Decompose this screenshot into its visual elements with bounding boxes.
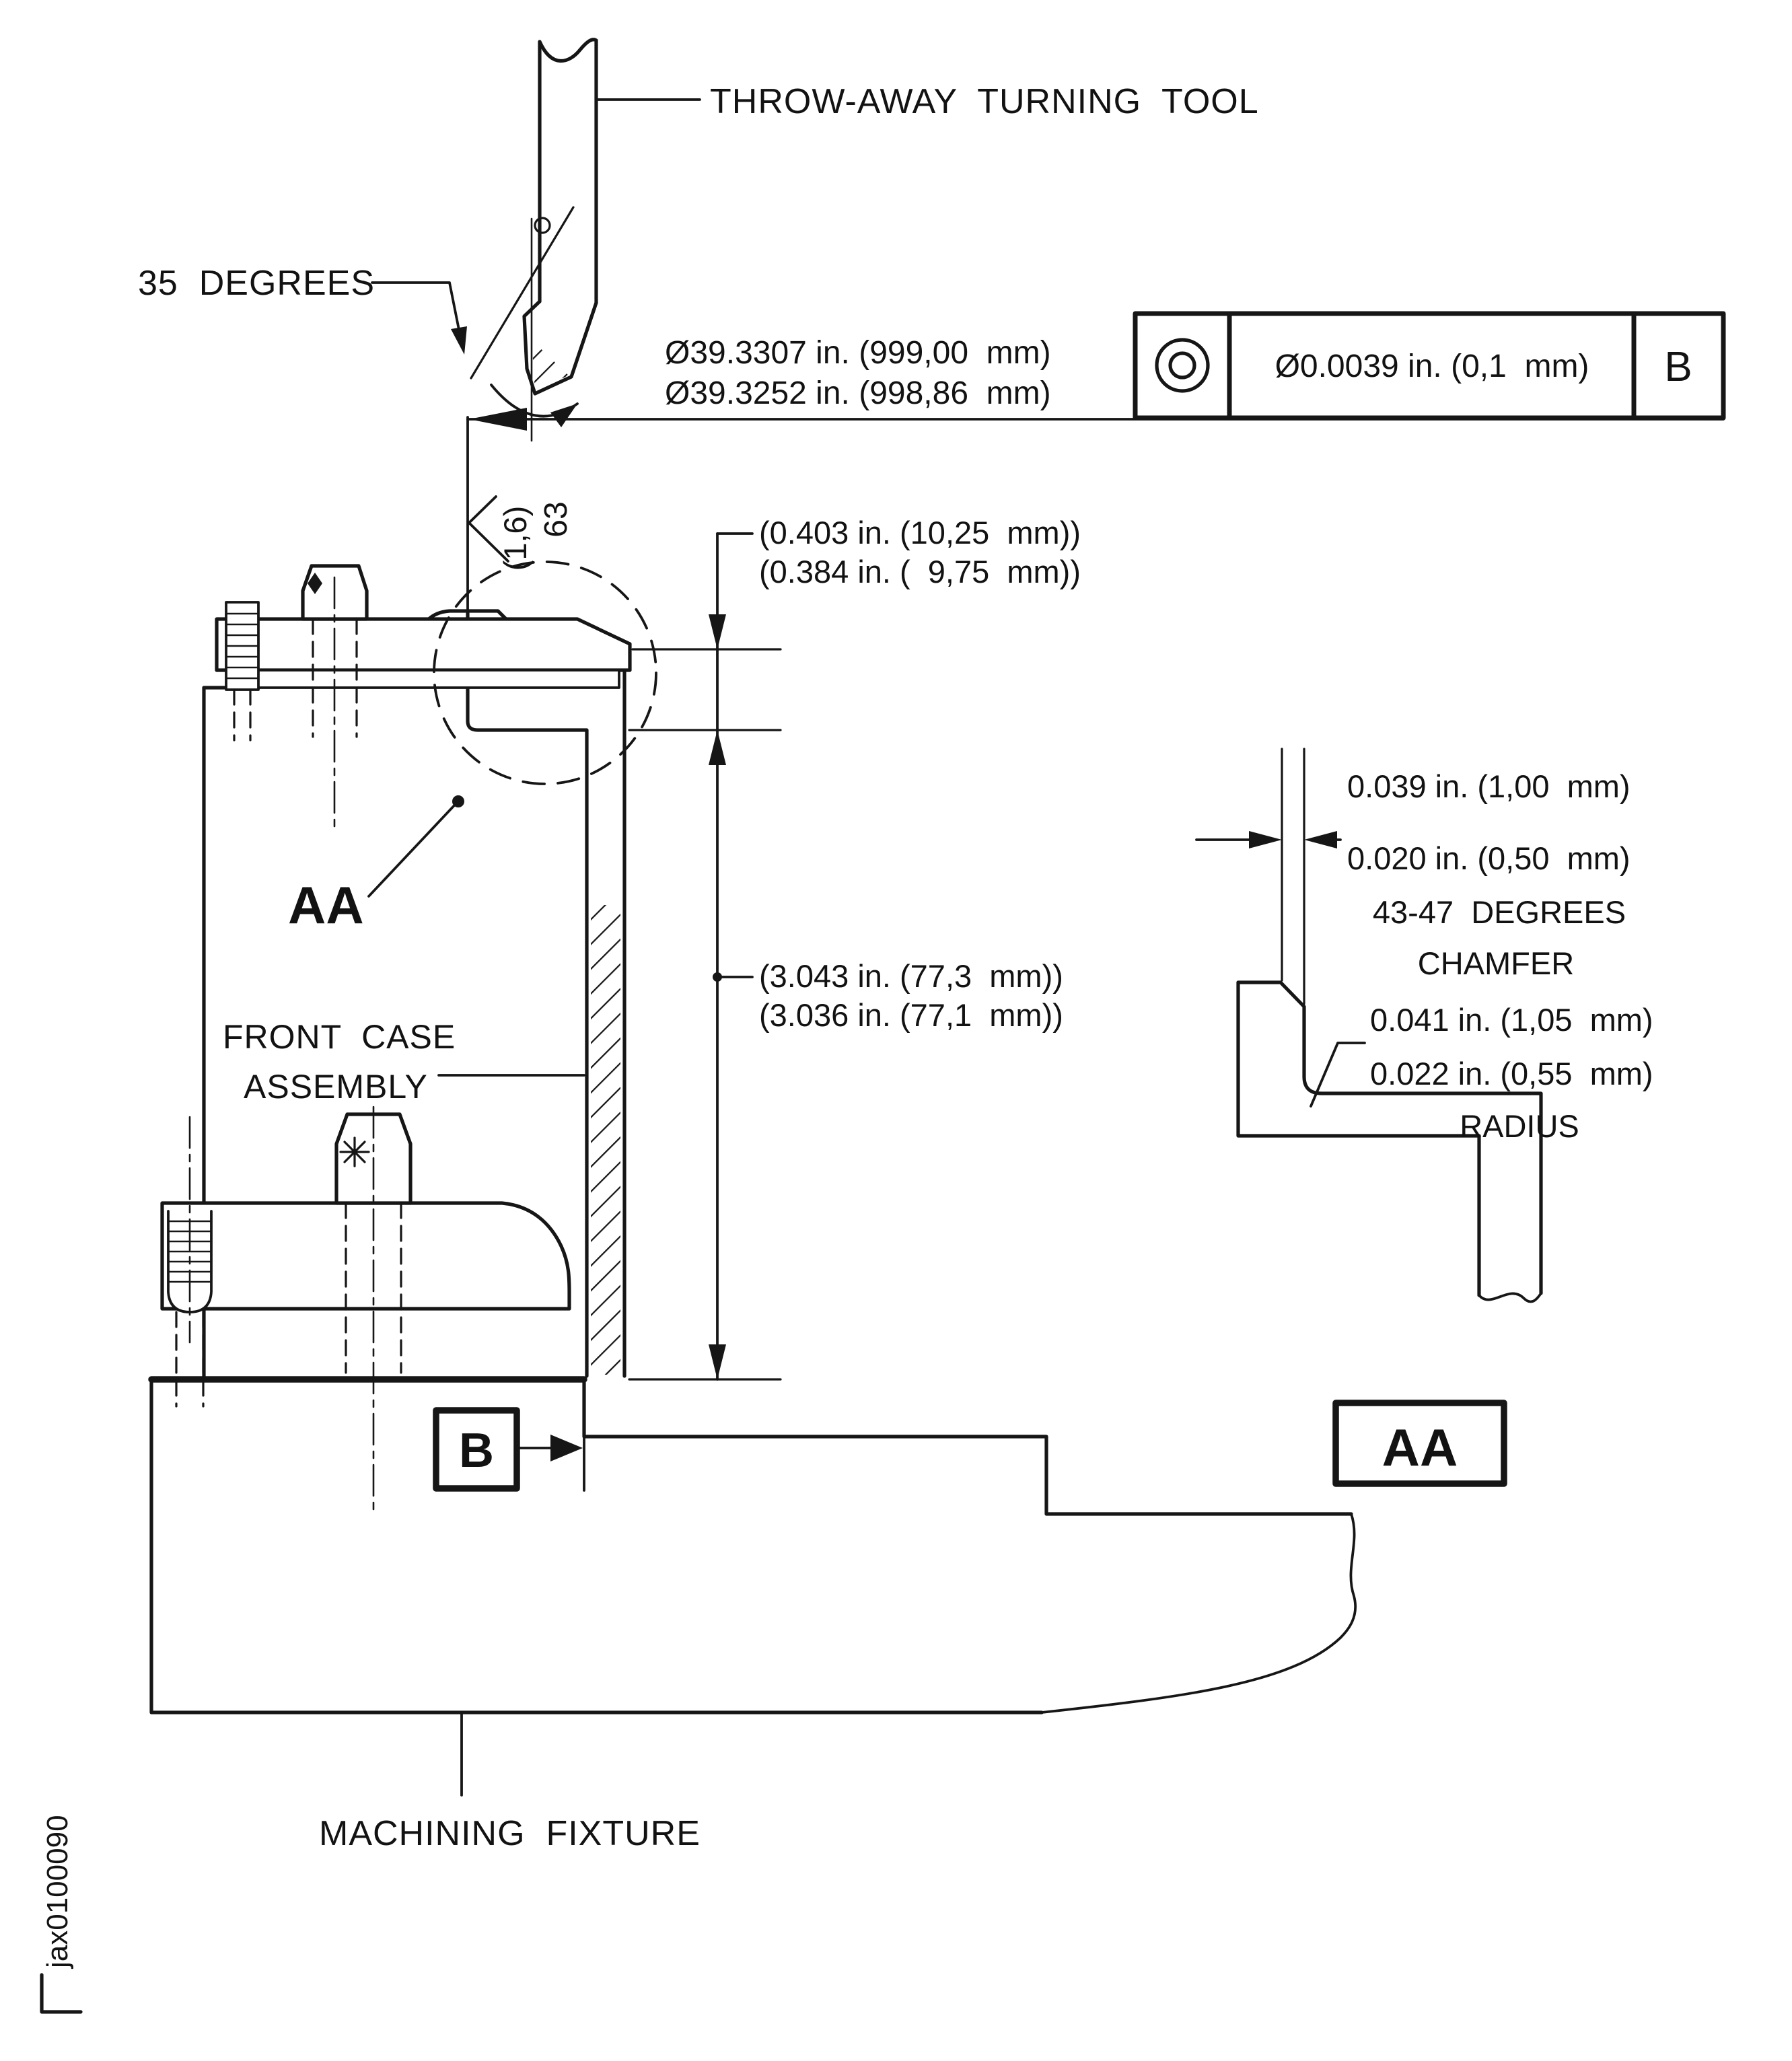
detail-view-aa: 0.039 in. (1,00 mm) 0.020 in. (0,50 mm) …: [1195, 748, 1653, 1487]
chamfer-angle-line1: 43-47 DEGREES: [1373, 894, 1626, 930]
diameter-arrowhead-icon: [469, 408, 527, 431]
diameter-dimension: Ø39.3307 in. (999,00 mm) Ø39.3252 in. (9…: [466, 335, 1725, 612]
tool-insert-hole-icon: [534, 217, 551, 234]
fcf-tolerance: Ø0.0039 in. (0,1 mm): [1275, 349, 1589, 384]
front-case-label-line2: ASSEMBLY: [244, 1068, 428, 1106]
height-dim-line2: (3.036 in. (77,1 mm)): [759, 997, 1063, 1033]
detail-reference: AA: [288, 561, 657, 935]
chamfer-arrow-left-icon: [1304, 831, 1337, 848]
machining-fixture-label: MACHINING FIXTURE: [319, 1814, 701, 1853]
surface-finish-value: 63: [538, 501, 574, 537]
detail-view-label: AA: [1382, 1418, 1458, 1477]
lower-stud: [167, 1116, 213, 1408]
angle-label: 35 DEGREES: [138, 264, 375, 303]
tool-callout: THROW-AWAY TURNING TOOL: [596, 82, 1259, 121]
turning-tool: [470, 38, 598, 442]
surface-finish-metric: (1,6): [497, 506, 533, 571]
angle-callout: 35 DEGREES: [138, 264, 467, 355]
tool-label: THROW-AWAY TURNING TOOL: [710, 82, 1259, 121]
chamfer-dim-line1: 0.039 in. (1,00 mm): [1347, 768, 1630, 804]
arc-arrowhead-icon: [550, 404, 577, 427]
fixture-callout: MACHINING FIXTURE: [319, 1712, 701, 1853]
front-case-callout: FRONT CASE ASSEMBLY: [223, 1018, 585, 1106]
upper-stud: [225, 601, 260, 742]
diameter-dim-line2: Ø39.3252 in. (998,86 mm): [665, 375, 1051, 411]
height-dim-line1: (3.043 in. (77,3 mm)): [759, 958, 1063, 994]
dim-arrowhead-up-icon: [709, 730, 726, 765]
detail-circle-icon: [433, 561, 657, 785]
detail-leader-dot-icon: [452, 795, 464, 807]
bolt-mark-icon: [308, 573, 322, 594]
corner-mark-icon: [40, 1973, 83, 2014]
machining-fixture: [148, 1376, 1357, 1714]
bolt-knurl-icon: [339, 1136, 370, 1167]
datum-label: B: [459, 1424, 494, 1478]
upper-bolt: [301, 564, 369, 832]
fcf-datum: B: [1664, 344, 1692, 390]
detail-ref-label: AA: [288, 875, 364, 935]
upper-clamp: [215, 564, 632, 832]
lower-clamp: [160, 1106, 571, 1512]
chamfer-dim-line2: 0.020 in. (0,50 mm): [1347, 840, 1630, 876]
step-dim-line2: (0.384 in. ( 9,75 mm)): [759, 554, 1081, 589]
lower-bolt: [334, 1106, 413, 1512]
dim-arrowhead-bottom-icon: [709, 1344, 726, 1379]
datum-b: B: [433, 1407, 585, 1492]
step-dim-line1: (0.403 in. (10,25 mm)): [759, 515, 1081, 550]
vertical-dimensions: (0.403 in. (10,25 mm)) (0.384 in. ( 9,75…: [628, 515, 1081, 1381]
diameter-dim-line1: Ø39.3307 in. (999,00 mm): [665, 335, 1051, 371]
tool-insert-hatch: [532, 340, 569, 390]
radius-label: RADIUS: [1460, 1108, 1579, 1144]
chamfer-angle-line2: CHAMFER: [1418, 945, 1574, 981]
front-case-label-line1: FRONT CASE: [223, 1018, 456, 1056]
angle-leader-arrowhead-icon: [451, 326, 467, 355]
concentricity-icon: [1155, 338, 1210, 393]
case-wall-hatch: [591, 905, 620, 1375]
surface-finish-icon: (1,6) 63: [468, 495, 574, 571]
datum-triangle-icon: [550, 1435, 583, 1461]
radius-dim-line1: 0.041 in. (1,05 mm): [1370, 1002, 1653, 1038]
radius-dim-line2: 0.022 in. (0,55 mm): [1370, 1056, 1653, 1091]
feature-control-frame: Ø0.0039 in. (0,1 mm) B: [1133, 311, 1726, 421]
chamfer-arrow-right-icon: [1249, 831, 1282, 848]
doc-number: jax0100090: [41, 1815, 74, 1969]
dim-arrowhead-down-icon: [709, 614, 726, 649]
doc-number-block: jax0100090: [40, 1815, 83, 2014]
